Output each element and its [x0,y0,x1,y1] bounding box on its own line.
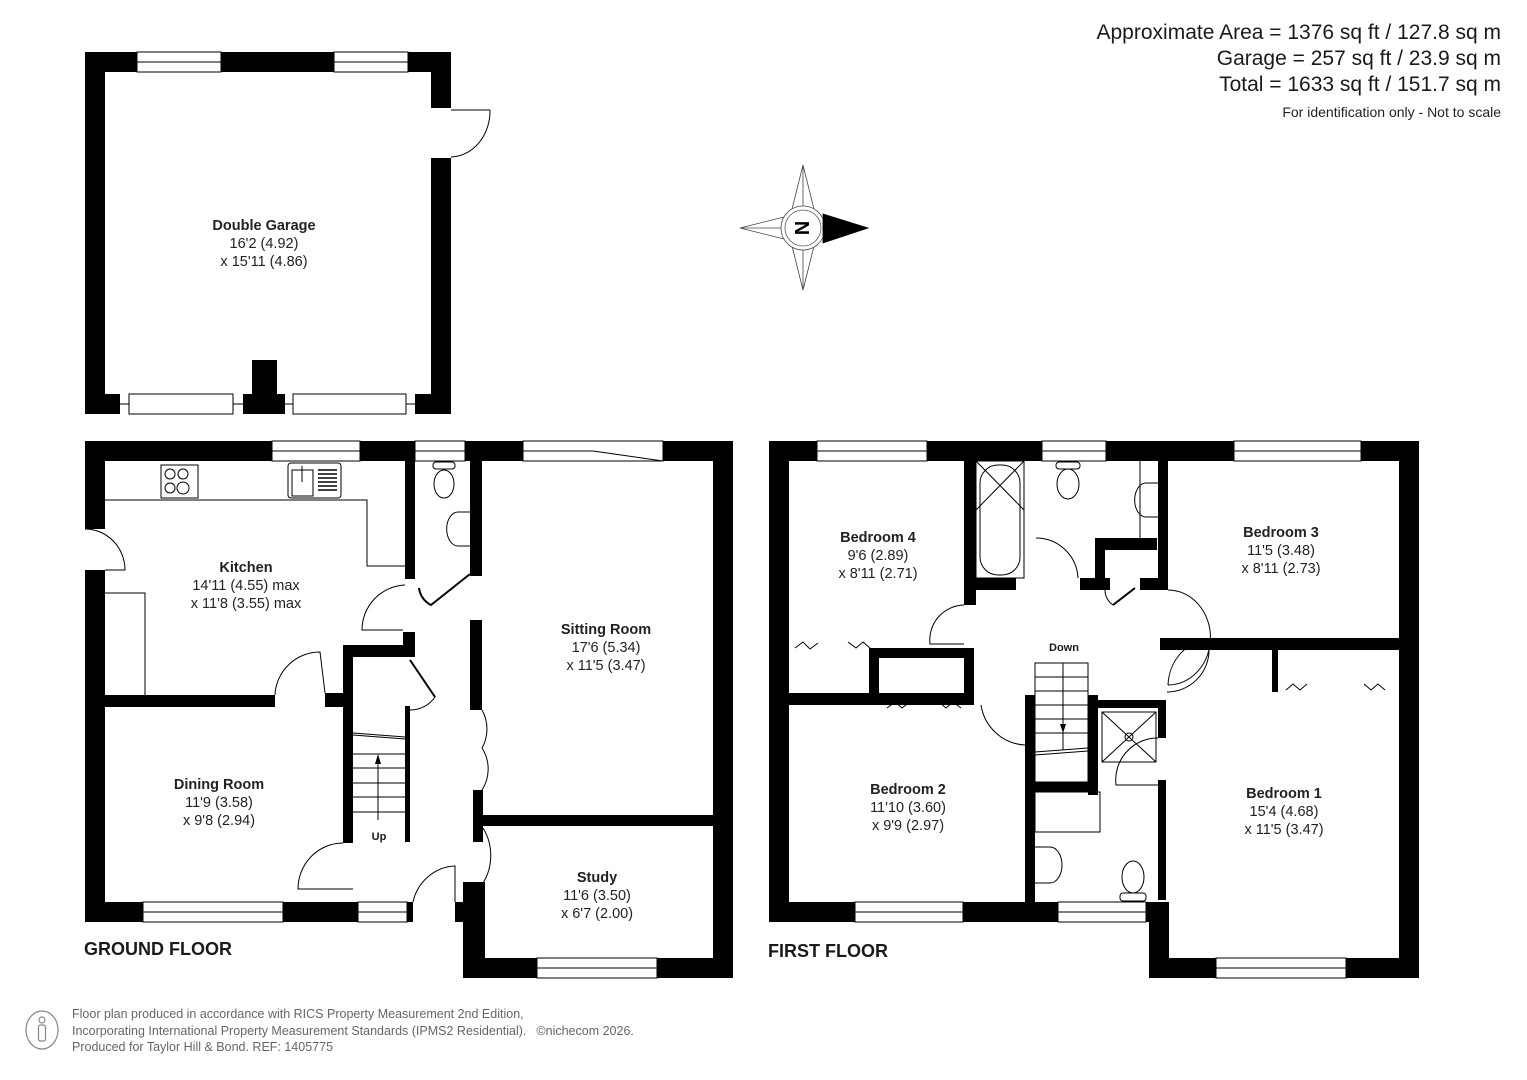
room-name: Dining Room [173,777,265,793]
footer-line-3: Produced for Taylor Hill & Bond. REF: 14… [72,1040,334,1054]
room-name: Double Garage [212,218,316,234]
room-label-bedroom-2: Bedroom 2 11'10 (3.60) x 9'9 (2.97) [870,781,946,835]
room-name: Bedroom 2 [870,782,946,798]
room-label-sitting-room: Sitting Room 17'6 (5.34) x 11'5 (3.47) [561,621,651,675]
first-floor-label: FIRST FLOOR [768,941,888,961]
room-dimension: 15'4 (4.68) [1249,804,1319,820]
room-dimension: x 15'11 (4.86) [220,254,308,270]
room-dimension: 17'6 (5.34) [571,640,641,656]
room-dimension: x 11'5 (3.47) [1244,822,1324,838]
room-dimension: 11'10 (3.60) [870,800,946,816]
ground-floor-fixtures [84,461,492,903]
room-dimension: 16'2 (4.92) [229,236,299,252]
ground-floor-label: GROUND FLOOR [84,939,232,959]
first-floor-fixtures [794,460,1386,902]
room-label-bedroom-3: Bedroom 3 11'5 (3.48) x 8'11 (2.73) [1241,524,1320,578]
room-dimension: x 9'9 (2.97) [871,818,945,834]
garage-windows-doors [120,51,491,415]
footer-line-2: Incorporating International Property Mea… [72,1023,527,1038]
room-label-bedroom-1: Bedroom 1 15'4 (4.68) x 11'5 (3.47) [1244,785,1323,839]
stairs-up-arrow-icon [375,754,381,764]
room-label-kitchen: Kitchen 14'11 (4.55) max x 11'8 (3.55) m… [191,559,302,613]
room-dimension: 11'9 (3.58) [185,795,253,811]
first-floor-walls [769,441,1419,978]
room-dimension: x 9'8 (2.94) [182,813,256,829]
north-arrow-icon: N [739,164,870,291]
room-label-dining-room: Dining Room 11'9 (3.58) x 9'8 (2.94) [174,776,264,830]
garage-area-text: Garage = 257 sq ft / 23.9 sq m [1216,47,1501,70]
room-label-study: Study 11'6 (3.50) x 6'7 (2.00) [561,869,633,923]
svg-text:N: N [790,221,812,235]
room-name: Bedroom 1 [1246,786,1322,802]
footer-disclaimer: Floor plan produced in accordance with R… [72,1006,634,1056]
stairs-down-arrow-icon [1060,724,1066,733]
room-name: Kitchen [219,560,273,576]
room-name: Study [576,870,618,886]
footer-copyright: ©nichecom 2026. [536,1023,634,1038]
room-name: Bedroom 4 [840,530,916,546]
room-dimension: 11'5 (3.48) [1247,543,1315,559]
room-dimension: 14'11 (4.55) max [192,578,300,594]
total-area-text: Total = 1633 sq ft / 151.7 sq m [1219,73,1501,96]
footer-line-1: Floor plan produced in accordance with R… [72,1007,524,1021]
room-dimension: 9'6 (2.89) [847,548,909,564]
room-dimension: x 6'7 (2.00) [560,906,634,922]
room-name: Bedroom 3 [1243,525,1319,541]
ground-floor-walls [85,441,733,978]
area-summary: Approximate Area = 1376 sq ft / 127.8 sq… [1097,20,1502,120]
person-measurement-icon [25,1010,59,1050]
room-dimension: x 8'11 (2.71) [838,566,918,582]
scale-disclaimer: For identification only - Not to scale [1282,104,1501,120]
room-name: Sitting Room [560,622,652,638]
room-dimension: 11'6 (3.50) [563,888,631,904]
stairs-up-label: Up [371,831,387,843]
room-dimension: x 8'11 (2.73) [1241,561,1321,577]
room-dimension: x 11'5 (3.47) [566,658,646,674]
first-floor-windows [816,440,1362,979]
room-dimension: x 11'8 (3.55) max [190,596,302,612]
room-label-bedroom-4: Bedroom 4 9'6 (2.89) x 8'11 (2.71) [838,529,917,583]
stairs-down-label: Down [1049,642,1079,654]
ground-floor-windows [142,440,664,979]
room-label-double-garage: Double Garage 16'2 (4.92) x 15'11 (4.86) [212,217,315,271]
approximate-area-text: Approximate Area = 1376 sq ft / 127.8 sq… [1096,21,1502,44]
